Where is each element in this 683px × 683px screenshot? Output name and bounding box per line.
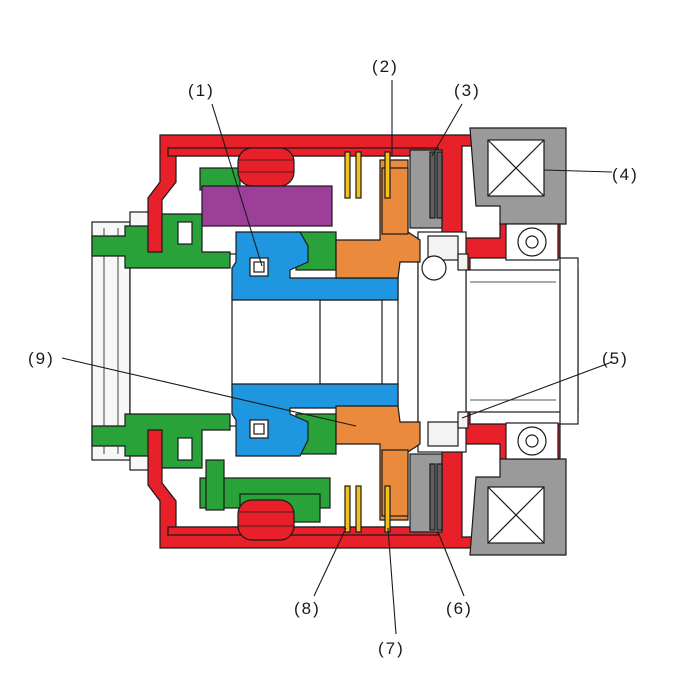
leader-3 [431, 103, 463, 157]
yellow-plates [344, 151, 391, 533]
blue-bottom [231, 383, 399, 457]
callout-8: (8) [294, 599, 321, 618]
orange-clutch [335, 159, 421, 521]
purple-carrier [201, 185, 333, 227]
red-gear-rings [237, 147, 295, 541]
leader-6 [437, 531, 465, 597]
callout-3: (3) [454, 81, 481, 100]
blue-cam-shaft [231, 231, 399, 457]
leader-4 [543, 169, 613, 173]
leader-7 [387, 527, 397, 635]
output-shaft [465, 257, 579, 425]
callout-4: (4) [612, 165, 639, 184]
motor-flange [469, 127, 567, 556]
leader-lines [61, 80, 613, 635]
callout-1: (1) [188, 81, 215, 100]
callout-6: (6) [446, 599, 473, 618]
leader-1 [211, 103, 263, 267]
callout-5: (5) [602, 349, 629, 368]
callout-9: (9) [28, 349, 55, 368]
callout-labels: (1) (2) (3) (4) (5) (6) (7) (8) (9) [28, 57, 639, 658]
callout-7: (7) [378, 639, 405, 658]
leader-8 [313, 527, 347, 597]
leader-5 [461, 361, 613, 419]
leader-9 [61, 357, 357, 427]
brake-pack [409, 149, 469, 533]
callout-2: (2) [372, 57, 399, 76]
